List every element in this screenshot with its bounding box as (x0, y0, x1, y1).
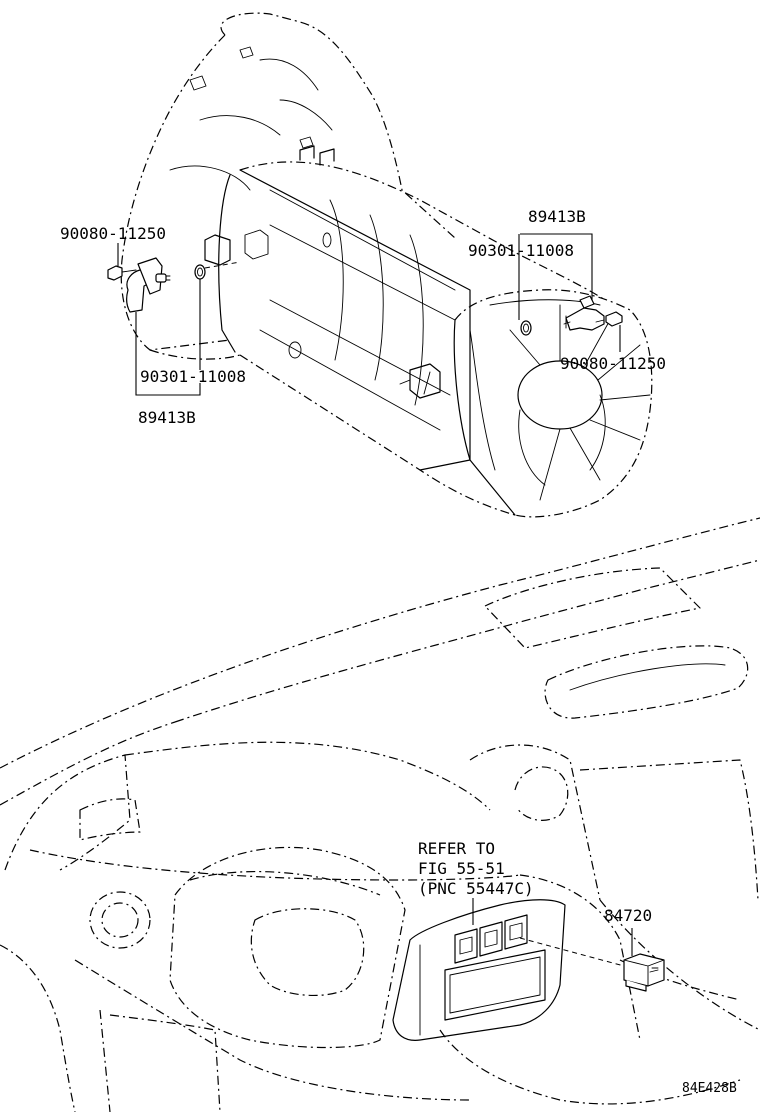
leaders-upper-right (518, 233, 621, 352)
label-oring-upper-right: 90301-11008 (468, 241, 574, 260)
label-bolt-upper-right: 90080-11250 (560, 354, 666, 373)
switch-84720 (623, 953, 665, 992)
figure-code: 84E428B (682, 1081, 737, 1096)
switch-slot-3 (504, 914, 528, 950)
defroster-grille (484, 567, 701, 649)
display-window (444, 949, 546, 1021)
bolt-right (605, 311, 623, 327)
switch-slot-1 (454, 928, 478, 964)
center-switch-bezel (392, 899, 566, 1041)
switch-slot-2 (479, 921, 503, 957)
bolt-left (107, 265, 123, 281)
label-oring-upper-left: 90301-11008 (140, 367, 246, 386)
leaders-upper-left (117, 243, 201, 396)
label-switch-part: 84720 (604, 906, 652, 925)
instrument-cluster (169, 846, 406, 1049)
speed-sensor-right (565, 307, 605, 331)
o-ring-left (194, 264, 206, 280)
bell-housing-outline (120, 12, 456, 351)
label-refer-line1: REFER TO (418, 839, 495, 858)
label-bolt-upper-left: 90080-11250 (60, 224, 166, 243)
small-vent (79, 798, 141, 841)
transmission-assembly (120, 12, 653, 518)
label-refer-line2: FIG 55-51 (418, 859, 505, 878)
transmission-case-outline (239, 161, 606, 301)
label-sensor-upper-left: 89413B (138, 408, 196, 427)
round-vent-right (514, 766, 569, 821)
converter-housing-outline (454, 289, 653, 518)
speaker-vent (544, 645, 749, 719)
left-speed-sensor-group (107, 257, 241, 313)
label-sensor-upper-right: 89413B (528, 207, 586, 226)
dash-top-edge (0, 517, 760, 769)
round-vent-left (89, 891, 151, 949)
part-labels: 90080-11250 90301-11008 89413B 89413B 90… (60, 207, 737, 1096)
o-ring-right (520, 320, 532, 336)
instrument-panel (0, 517, 760, 1112)
label-refer-line3: (PNC 55447C) (418, 879, 534, 898)
right-speed-sensor-group (520, 295, 623, 336)
